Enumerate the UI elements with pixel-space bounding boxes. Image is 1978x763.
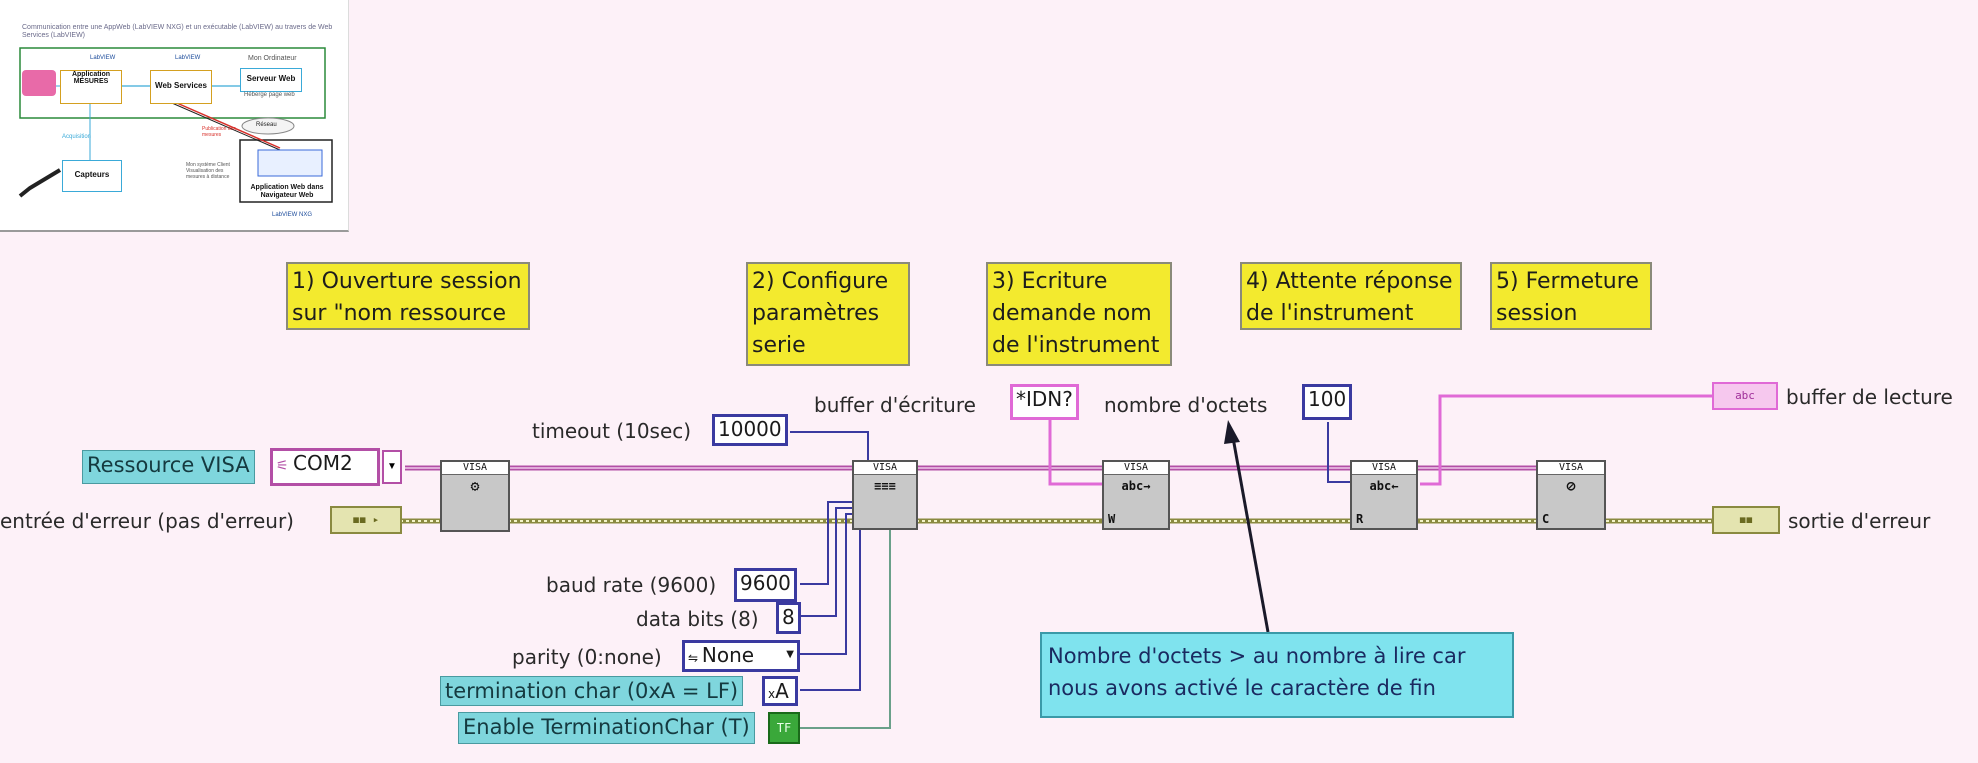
thumbnail-app-web: Application Web dans Navigateur Web xyxy=(250,184,324,200)
visa-resource-icon: ⚟ xyxy=(276,458,294,474)
visa-read-node[interactable]: VISA abc← R xyxy=(1350,460,1418,530)
read-tag: R xyxy=(1356,512,1364,526)
thumbnail-acquisition: Acquisition xyxy=(62,134,92,140)
thumbnail-publication: Publication des mesures xyxy=(202,126,236,138)
termination-char-value: A xyxy=(775,679,789,703)
baud-rate-constant[interactable]: 9600 xyxy=(734,568,797,602)
read-buffer-label: buffer de lecture xyxy=(1786,385,1953,409)
note-write-request: 3) Ecriture demande nom de l'instrument xyxy=(986,262,1172,366)
visa-resource-label: Ressource VISA xyxy=(82,450,255,484)
labview-block-diagram: 1) Ouverture session sur "nom ressource … xyxy=(0,262,1978,748)
termination-char-constant[interactable]: xA xyxy=(762,676,798,706)
error-in-label: entrée d'erreur (pas d'erreur) xyxy=(0,509,294,533)
enable-termination-constant[interactable]: TF xyxy=(768,712,800,744)
thumbnail-connectors xyxy=(18,47,333,203)
thumbnail-caption: Communication entre une AppWeb (LabVIEW … xyxy=(22,24,333,40)
visa-resource-value: COM2 xyxy=(293,451,353,475)
parity-value: None xyxy=(701,643,755,667)
visa-close-node[interactable]: VISA ⊘ C xyxy=(1536,460,1606,530)
thumbnail-labview-tag-2: LabVIEW xyxy=(175,55,201,61)
thumbnail-diagram: Communication entre une AppWeb (LabVIEW … xyxy=(0,0,349,232)
data-bits-constant[interactable]: 8 xyxy=(776,602,801,634)
visa-resource-dropdown-icon[interactable]: ▼ xyxy=(382,450,402,484)
thumbnail-capteurs: Capteurs xyxy=(62,160,122,192)
write-header: VISA xyxy=(1104,462,1168,475)
close-icon: ⊘ xyxy=(1566,477,1576,495)
serial-port-icon: ≡≡≡ xyxy=(874,479,896,493)
parity-icon: ⇋ xyxy=(688,651,702,665)
enable-termination-label: Enable TerminationChar (T) xyxy=(458,712,755,744)
error-out-indicator: ◼◼ xyxy=(1712,506,1780,534)
close-tag: C xyxy=(1542,512,1550,526)
error-out-label: sortie d'erreur xyxy=(1788,509,1931,533)
visa-open-node[interactable]: VISA ⚙ xyxy=(440,460,510,532)
visa-resource-control[interactable]: ⚟ COM2 xyxy=(270,448,380,486)
thumbnail-app-mesures: Application MESURES xyxy=(60,70,122,104)
visa-write-node[interactable]: VISA abc→ W xyxy=(1102,460,1170,530)
parity-constant[interactable]: ⇋ None ▼ xyxy=(682,640,800,672)
byte-count-constant[interactable]: 100 xyxy=(1302,384,1353,420)
close-header: VISA xyxy=(1538,462,1604,475)
note-close-session: 5) Fermeture session xyxy=(1490,262,1652,330)
data-bits-label: data bits (8) xyxy=(636,607,759,631)
thumbnail-web-services: Web Services xyxy=(150,70,212,104)
visa-open-icon: ⚙ xyxy=(470,477,480,495)
thumbnail-labview-nxg: LabVIEW NXG xyxy=(272,212,313,218)
byte-count-label: nombre d'octets xyxy=(1104,393,1268,417)
baud-rate-label: baud rate (9600) xyxy=(546,573,717,597)
thumbnail-reseau: Réseau xyxy=(256,122,277,128)
parity-dropdown-icon: ▼ xyxy=(786,649,794,660)
configure-header: VISA xyxy=(854,462,916,475)
termination-char-label: termination char (0xA = LF) xyxy=(440,676,744,706)
read-icon: abc← xyxy=(1369,479,1399,493)
visa-open-header: VISA xyxy=(442,462,508,475)
note-wait-response: 4) Attente réponse de l'instrument xyxy=(1240,262,1462,330)
visa-configure-serial-node[interactable]: VISA ≡≡≡ xyxy=(852,460,918,530)
timeout-label: timeout (10sec) xyxy=(532,419,692,443)
write-icon: abc→ xyxy=(1121,479,1151,493)
termination-char-prefix: x xyxy=(768,687,776,701)
note-open-session: 1) Ouverture session sur "nom ressource xyxy=(286,262,530,330)
write-buffer-label: buffer d'écriture xyxy=(814,393,976,417)
read-buffer-indicator: abc xyxy=(1712,382,1778,410)
note-configure-serial: 2) Configure paramètres serie xyxy=(746,262,910,366)
thumbnail-serveur-sub: Héberge page web xyxy=(244,92,295,98)
thumbnail-phone-label: Mon système Client Visualisation des mes… xyxy=(186,162,230,180)
timeout-constant[interactable]: 10000 xyxy=(712,414,788,446)
thumbnail-pc-label: Mon Ordinateur xyxy=(248,55,297,62)
parity-label: parity (0:none) xyxy=(512,645,662,669)
read-header: VISA xyxy=(1352,462,1416,475)
write-buffer-constant[interactable]: *IDN? xyxy=(1010,384,1079,420)
byte-count-callout: Nombre d'octets > au nombre à lire car n… xyxy=(1040,632,1514,718)
thumbnail-labview-tag: LabVIEW xyxy=(90,55,116,61)
thumbnail-serveur-web: Serveur Web xyxy=(240,68,302,92)
error-in-control[interactable]: ◼◼ ▸ xyxy=(330,506,402,534)
write-tag: W xyxy=(1108,512,1116,526)
